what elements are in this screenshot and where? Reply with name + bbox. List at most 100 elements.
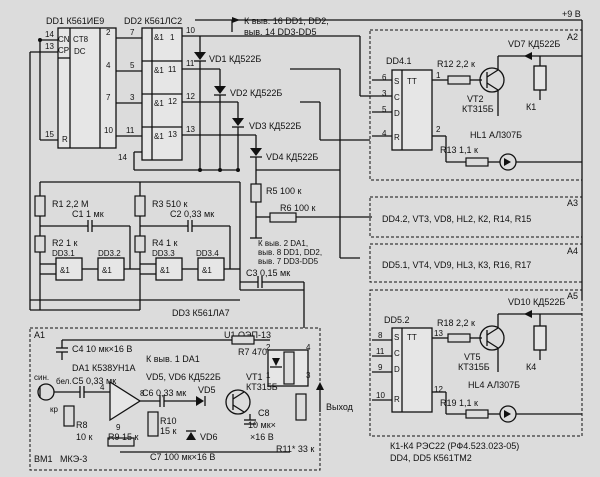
svg-text:D: D: [394, 109, 400, 118]
a2-label: A2: [567, 32, 578, 42]
svg-text:S: S: [394, 77, 399, 86]
pwr-note-3: выв. 7 DD3-DD5: [258, 257, 319, 266]
svg-text:6: 6: [382, 73, 387, 82]
r18-label: R18 2,2 к: [437, 318, 475, 328]
vt5a-label: VT5: [464, 352, 481, 362]
svg-text:TT: TT: [407, 77, 417, 86]
top-note-2: выв. 14 DD3-DD5: [244, 27, 317, 37]
hl4-label: HL4 АЛ307Б: [468, 380, 520, 390]
dd2-label: DD2 К561ЛС2: [124, 16, 182, 26]
cp-label: CP: [58, 46, 69, 55]
a4-block: A4 DD5.1, VT4, VD9, HL3, К3, R16, R17: [369, 243, 583, 283]
pwr-note-1: К выв. 2 DA1,: [258, 239, 308, 248]
r13-label: R13 1,1 к: [440, 145, 478, 155]
r11-label: R11* 33 к: [276, 444, 314, 454]
power-rail: К выв. 16 DD1, DD2, выв. 14 DD3-DD5 +9 В: [195, 9, 583, 300]
hl1-label: HL1 АЛ307Б: [470, 130, 522, 140]
svg-text:C: C: [394, 349, 400, 358]
r19-label: R19 1,1 к: [440, 398, 478, 408]
svg-text:13: 13: [434, 329, 443, 338]
c4-label: С4 10 мк×16 В: [72, 344, 132, 354]
dd3-label: DD3 К561ЛА7: [172, 308, 230, 318]
r8-label: R8: [76, 420, 88, 430]
vt2a-label: VT2: [467, 94, 484, 104]
svg-text:4: 4: [306, 343, 311, 352]
svg-text:1: 1: [170, 33, 175, 42]
svg-text:&1: &1: [154, 99, 164, 108]
svg-text:13: 13: [168, 130, 177, 139]
a3-row: DD4.2, VT3, VD8, HL2, К2, R14, R15: [382, 214, 531, 224]
svg-text:8: 8: [140, 389, 145, 398]
r5-r6: R5 100 к R6 100 к К выв. 2 DA1, выв. 8 D…: [250, 182, 372, 266]
vd7-label: VD7 КД522Б: [508, 39, 560, 49]
bel-label: бел.: [56, 377, 72, 386]
svg-text:12: 12: [168, 97, 177, 106]
vd10-label: VD10 КД522Б: [508, 297, 565, 307]
r-pin-label: R: [62, 135, 68, 144]
vcc-label: +9 В: [562, 9, 581, 19]
svg-text:11: 11: [376, 347, 385, 356]
c5-label: С5 0,33 мк: [72, 376, 116, 386]
r2-label: R2 1 к: [52, 238, 78, 248]
svg-text:3: 3: [382, 89, 387, 98]
r9-label: R9 15 к: [108, 432, 139, 442]
da1-note: К выв. 1 DA1: [146, 354, 200, 364]
k1-label: К1: [526, 102, 536, 112]
svg-text:5: 5: [130, 61, 135, 70]
dd33-label: DD3.3: [152, 249, 175, 258]
dd1-label: DD1 К561ИЕ9: [46, 16, 104, 26]
svg-text:13: 13: [45, 42, 54, 51]
svg-text:10: 10: [186, 26, 195, 35]
vt2b-label: КТ315Б: [462, 104, 494, 114]
vd5-label: VD5: [198, 385, 216, 395]
vd6-label: VD6: [200, 432, 218, 442]
svg-text:&1: &1: [154, 33, 164, 42]
a3-label: A3: [567, 198, 578, 208]
svg-text:4: 4: [100, 383, 105, 392]
a1-block: A1 U1 ОЭП-13 С4 10 мк×16 В DA1 К538УН1А …: [29, 327, 354, 471]
svg-text:&1: &1: [154, 132, 164, 141]
kr-label: кр: [50, 405, 59, 414]
svg-text:4: 4: [106, 61, 111, 70]
r10v-label: 15 к: [160, 426, 177, 436]
ct8-label: CT8: [73, 35, 89, 44]
vd1-label: VD1 КД522Б: [209, 54, 261, 64]
u1-label: U1 ОЭП-13: [224, 330, 271, 340]
vd3-label: VD3 КД522Б: [249, 121, 301, 131]
top-note-1: К выв. 16 DD1, DD2,: [244, 16, 329, 26]
svg-text:8: 8: [378, 331, 383, 340]
svg-text:3: 3: [130, 93, 135, 102]
r3-label: R3 510 к: [152, 199, 188, 209]
k4-label: К4: [526, 362, 536, 372]
vd4-label: VD4 КД522Б: [266, 152, 318, 162]
c3-label: С3 0,15 мк: [246, 268, 290, 278]
svg-text:3: 3: [306, 371, 311, 380]
a5-block: A5 DD5.2 S C D R TT 8 11 9 10 13 12 R18 …: [369, 289, 583, 437]
svg-text:&1: &1: [154, 66, 164, 75]
svg-text:9: 9: [378, 363, 383, 372]
footer-line-2: DD4, DD5 К561ТМ2: [390, 453, 472, 463]
svg-text:C: C: [394, 93, 400, 102]
c8-label: С8: [258, 408, 270, 418]
svg-text:10: 10: [104, 126, 113, 135]
dd34-label: DD3.4: [196, 249, 219, 258]
svg-text:&1: &1: [102, 266, 112, 275]
diode-bus: VD1 КД522Б VD2 КД522Б VD3 КД522Б VD4 КД5…: [194, 35, 386, 259]
r7-label: R7 470: [238, 347, 267, 357]
svg-text:TT: TT: [407, 333, 417, 342]
da1-label: DA1 К538УН1А: [72, 363, 136, 373]
svg-text:12: 12: [434, 385, 443, 394]
r10-label: R10: [160, 416, 177, 426]
dd41-label: DD4.1: [386, 56, 412, 66]
svg-text:&1: &1: [160, 266, 170, 275]
vd2-label: VD2 КД522Б: [230, 88, 282, 98]
c8v2-label: ×16 В: [250, 432, 274, 442]
cn-label: CN: [58, 35, 70, 44]
a4-row: DD5.1, VT4, VD9, HL3, К3, R16, R17: [382, 260, 531, 270]
svg-text:1: 1: [436, 71, 441, 80]
dc-label: DC: [74, 47, 86, 56]
a1-label: A1: [34, 330, 45, 340]
svg-text:S: S: [394, 333, 399, 342]
vd56-label: VD5, VD6 КД522Б: [146, 372, 221, 382]
